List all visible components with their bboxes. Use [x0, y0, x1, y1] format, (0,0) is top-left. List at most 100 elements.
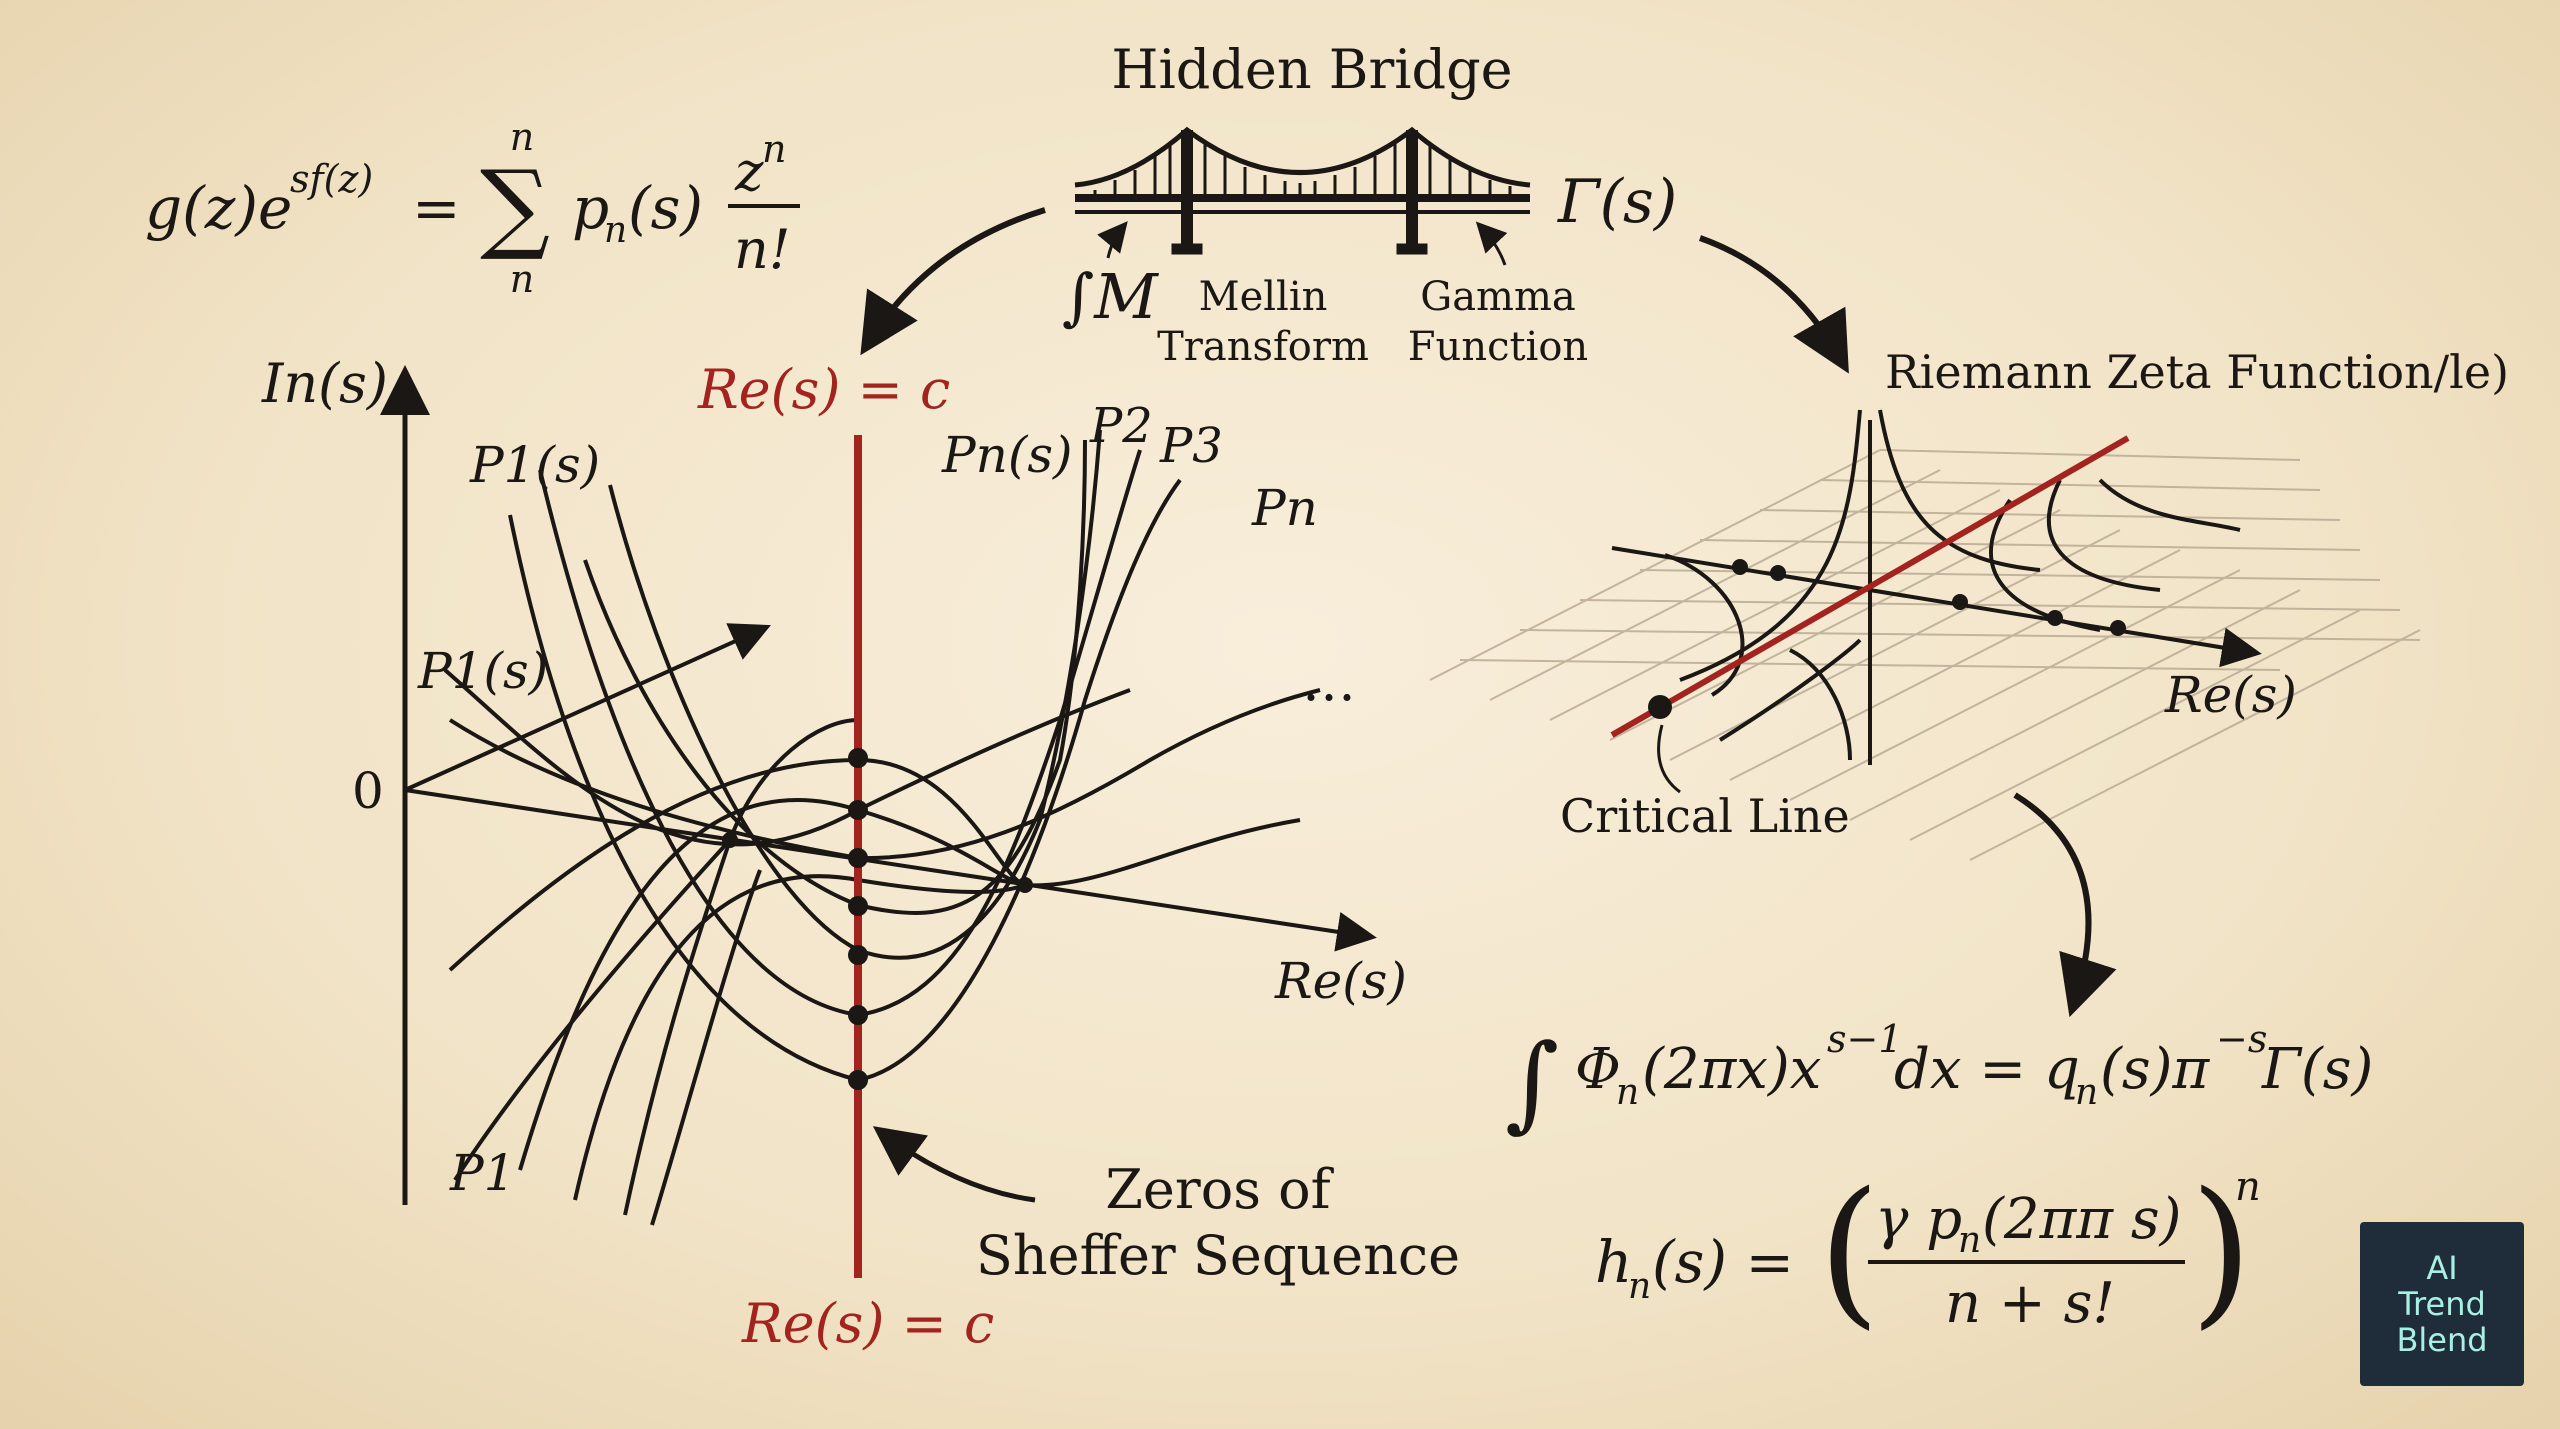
curve-9: [573, 874, 1026, 1201]
curve-11: [650, 869, 762, 1226]
curve-2: [538, 449, 1142, 1018]
logo-line-2: Trend: [2398, 1285, 2486, 1323]
curve-10: [623, 718, 859, 1216]
gamma-pointer: [1475, 221, 1508, 266]
zero-point: [848, 1005, 868, 1025]
label-ellipsis: …: [1302, 650, 1356, 713]
mellin-label-line2: Transform: [1157, 324, 1369, 370]
logo-line-3: Blend: [2396, 1321, 2488, 1359]
svg-text:n!: n!: [734, 218, 790, 281]
mellin-symbol: ∫M: [1062, 260, 1159, 333]
svg-text:∑: ∑: [480, 150, 550, 264]
mellin-label-line1: Mellin: [1199, 274, 1328, 320]
curve-5: [448, 688, 1321, 861]
svg-text:Γ(s): Γ(s): [2261, 1037, 2373, 1102]
label-p3: P3: [1159, 418, 1223, 474]
diag-arrow: [404, 623, 771, 792]
zeta-zero: [1770, 565, 1786, 581]
svg-text:): ): [2190, 1157, 2252, 1344]
sum-superscript: n: [510, 115, 534, 159]
svg-text:n: n: [1628, 1266, 1651, 1307]
sheffer-curves: [443, 429, 1321, 1226]
svg-text:(s): (s): [628, 174, 703, 242]
arrow-bridge-to-left: [860, 207, 1046, 356]
title: Hidden Bridge: [1111, 38, 1512, 101]
zero-point: [848, 748, 868, 768]
zeta-zeros: [1648, 559, 2126, 719]
y-axis-label: In(s): [261, 352, 388, 415]
critical-label-top: Re(s) = c: [697, 358, 950, 421]
gamma-function-line2: Function: [1408, 324, 1588, 370]
formula-integral: ∫ Φ n (2πx)x s−1 dx = q n (s)π −s Γ(s): [1505, 1017, 2373, 1143]
bridge-icon: [1074, 126, 1531, 255]
label-pn: Pn: [1251, 479, 1318, 537]
svg-text:γ p: γ p: [1875, 1187, 1962, 1252]
ai-trend-blend-logo: AI Trend Blend: [2360, 1222, 2524, 1386]
label-p1-top: P1(s): [469, 436, 600, 494]
origin-label: 0: [352, 762, 384, 820]
critical-line-pointer: [1657, 724, 1681, 794]
logo-line-1: AI: [2426, 1249, 2458, 1287]
intersection-point: [722, 832, 738, 848]
zero-points: [722, 748, 1033, 1090]
svg-text:dx = q: dx = q: [1894, 1037, 2080, 1102]
critical-label-bottom: Re(s) = c: [741, 1292, 994, 1355]
label-p1-bottom: P1: [449, 1144, 515, 1202]
zeta-x-label: Re(s): [2164, 666, 2297, 724]
curve-4: [583, 439, 1087, 915]
svg-text:(: (: [1818, 1157, 1880, 1344]
curve-7: [448, 757, 1301, 972]
zeta-x-axis: [1611, 546, 2262, 668]
zero-point: [848, 1070, 868, 1090]
zeta-zero: [1648, 695, 1672, 719]
svg-text:(2ππ s): (2ππ s): [1982, 1187, 2181, 1252]
zeta-zero: [1732, 559, 1748, 575]
zeros-pointer: [872, 1126, 1036, 1203]
svg-text:−s: −s: [2216, 1017, 2267, 1061]
formula-generating: g(z)e sf(z) = ∑ n n p n (s) z n n!: [145, 115, 800, 301]
zeros-label-line2: Sheffer Sequence: [976, 1224, 1460, 1287]
zeta-zero: [2110, 620, 2126, 636]
zeta-zero: [2047, 610, 2063, 626]
critical-line-zeta: [1610, 435, 2130, 738]
svg-text:n: n: [2075, 1072, 2098, 1113]
critical-line-label: Critical Line: [1560, 789, 1850, 843]
zero-point: [848, 945, 868, 965]
svg-text:n: n: [2235, 1164, 2261, 1210]
x-axis-label: Re(s): [1274, 952, 1407, 1010]
gamma-label: Γ(s): [1557, 167, 1677, 237]
intersection-point: [1017, 877, 1033, 893]
right-plot: Riemann Zeta Function/le) Re(s): [1429, 345, 2509, 1018]
label-p2: P2: [1089, 398, 1153, 454]
zeros-label-line1: Zeros of: [1105, 1158, 1334, 1221]
formula-h: h n (s) = ( γ p n (2ππ s) n + s! ) n: [1595, 1157, 2261, 1344]
arrow-bridge-to-right: [1698, 235, 1849, 374]
svg-text:∫: ∫: [1505, 1021, 1559, 1143]
svg-text:n: n: [604, 210, 627, 251]
svg-text:sf(z): sf(z): [290, 157, 373, 201]
svg-text:(s)π: (s)π: [2100, 1037, 2210, 1102]
label-p1-mid: P1(s): [417, 642, 548, 700]
zeta-curves: [1664, 409, 2241, 761]
svg-text:(2πx)x: (2πx)x: [1642, 1037, 1821, 1102]
svg-text:s−1: s−1: [1827, 1017, 1903, 1061]
curve-6: [443, 668, 1131, 847]
svg-text:=: =: [412, 174, 461, 242]
zero-point: [848, 896, 868, 916]
svg-text:n + s!: n + s!: [1945, 1271, 2115, 1336]
svg-text:p: p: [572, 174, 609, 242]
curve-12: [453, 838, 732, 1182]
arrow-zeta-to-integral: [2013, 792, 2117, 1018]
zeta-zero: [1952, 594, 1968, 610]
svg-text:n: n: [1616, 1072, 1639, 1113]
x-axis: [404, 788, 1377, 952]
svg-text:z: z: [734, 140, 764, 203]
svg-text:n: n: [1958, 1220, 1981, 1261]
zero-point: [848, 800, 868, 820]
zeta-title: Riemann Zeta Function/le): [1885, 345, 2509, 399]
zero-point: [848, 848, 868, 868]
svg-text:(s) =: (s) =: [1652, 1228, 1794, 1296]
label-pn-s: Pn(s): [941, 426, 1073, 484]
